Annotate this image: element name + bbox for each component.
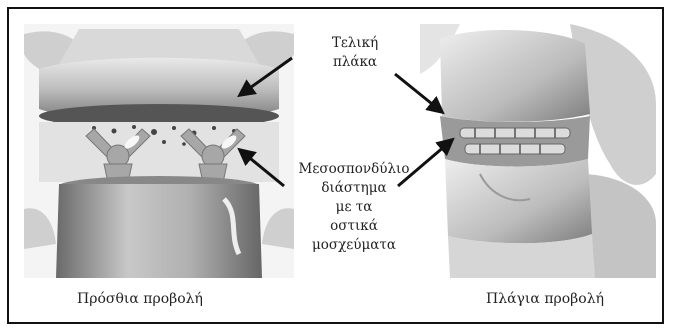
endplate-arrow-right xyxy=(395,74,442,112)
disc-label-line-3: με τα xyxy=(284,198,424,217)
anterior-view-caption: Πρόσθια προβολή xyxy=(40,290,240,309)
endplate-label: Τελική πλάκα xyxy=(300,34,410,72)
disc-label-line-4: οστικά xyxy=(284,217,424,236)
endplate-label-line-2: πλάκα xyxy=(300,53,410,72)
disc-label-line-1: Μεσοσπονδύλιο xyxy=(284,160,424,179)
endplate-label-line-1: Τελική xyxy=(300,34,410,53)
lateral-view-caption: Πλάγια προβολή xyxy=(450,290,640,309)
disc-space-label: Μεσοσπονδύλιο διάστημα με τα οστικά μοσχ… xyxy=(284,160,424,255)
disc-label-line-5: μοσχεύματα xyxy=(284,236,424,255)
disc-arrow-left xyxy=(240,150,284,186)
endplate-arrow-left xyxy=(240,58,292,95)
disc-label-line-2: διάστημα xyxy=(284,179,424,198)
